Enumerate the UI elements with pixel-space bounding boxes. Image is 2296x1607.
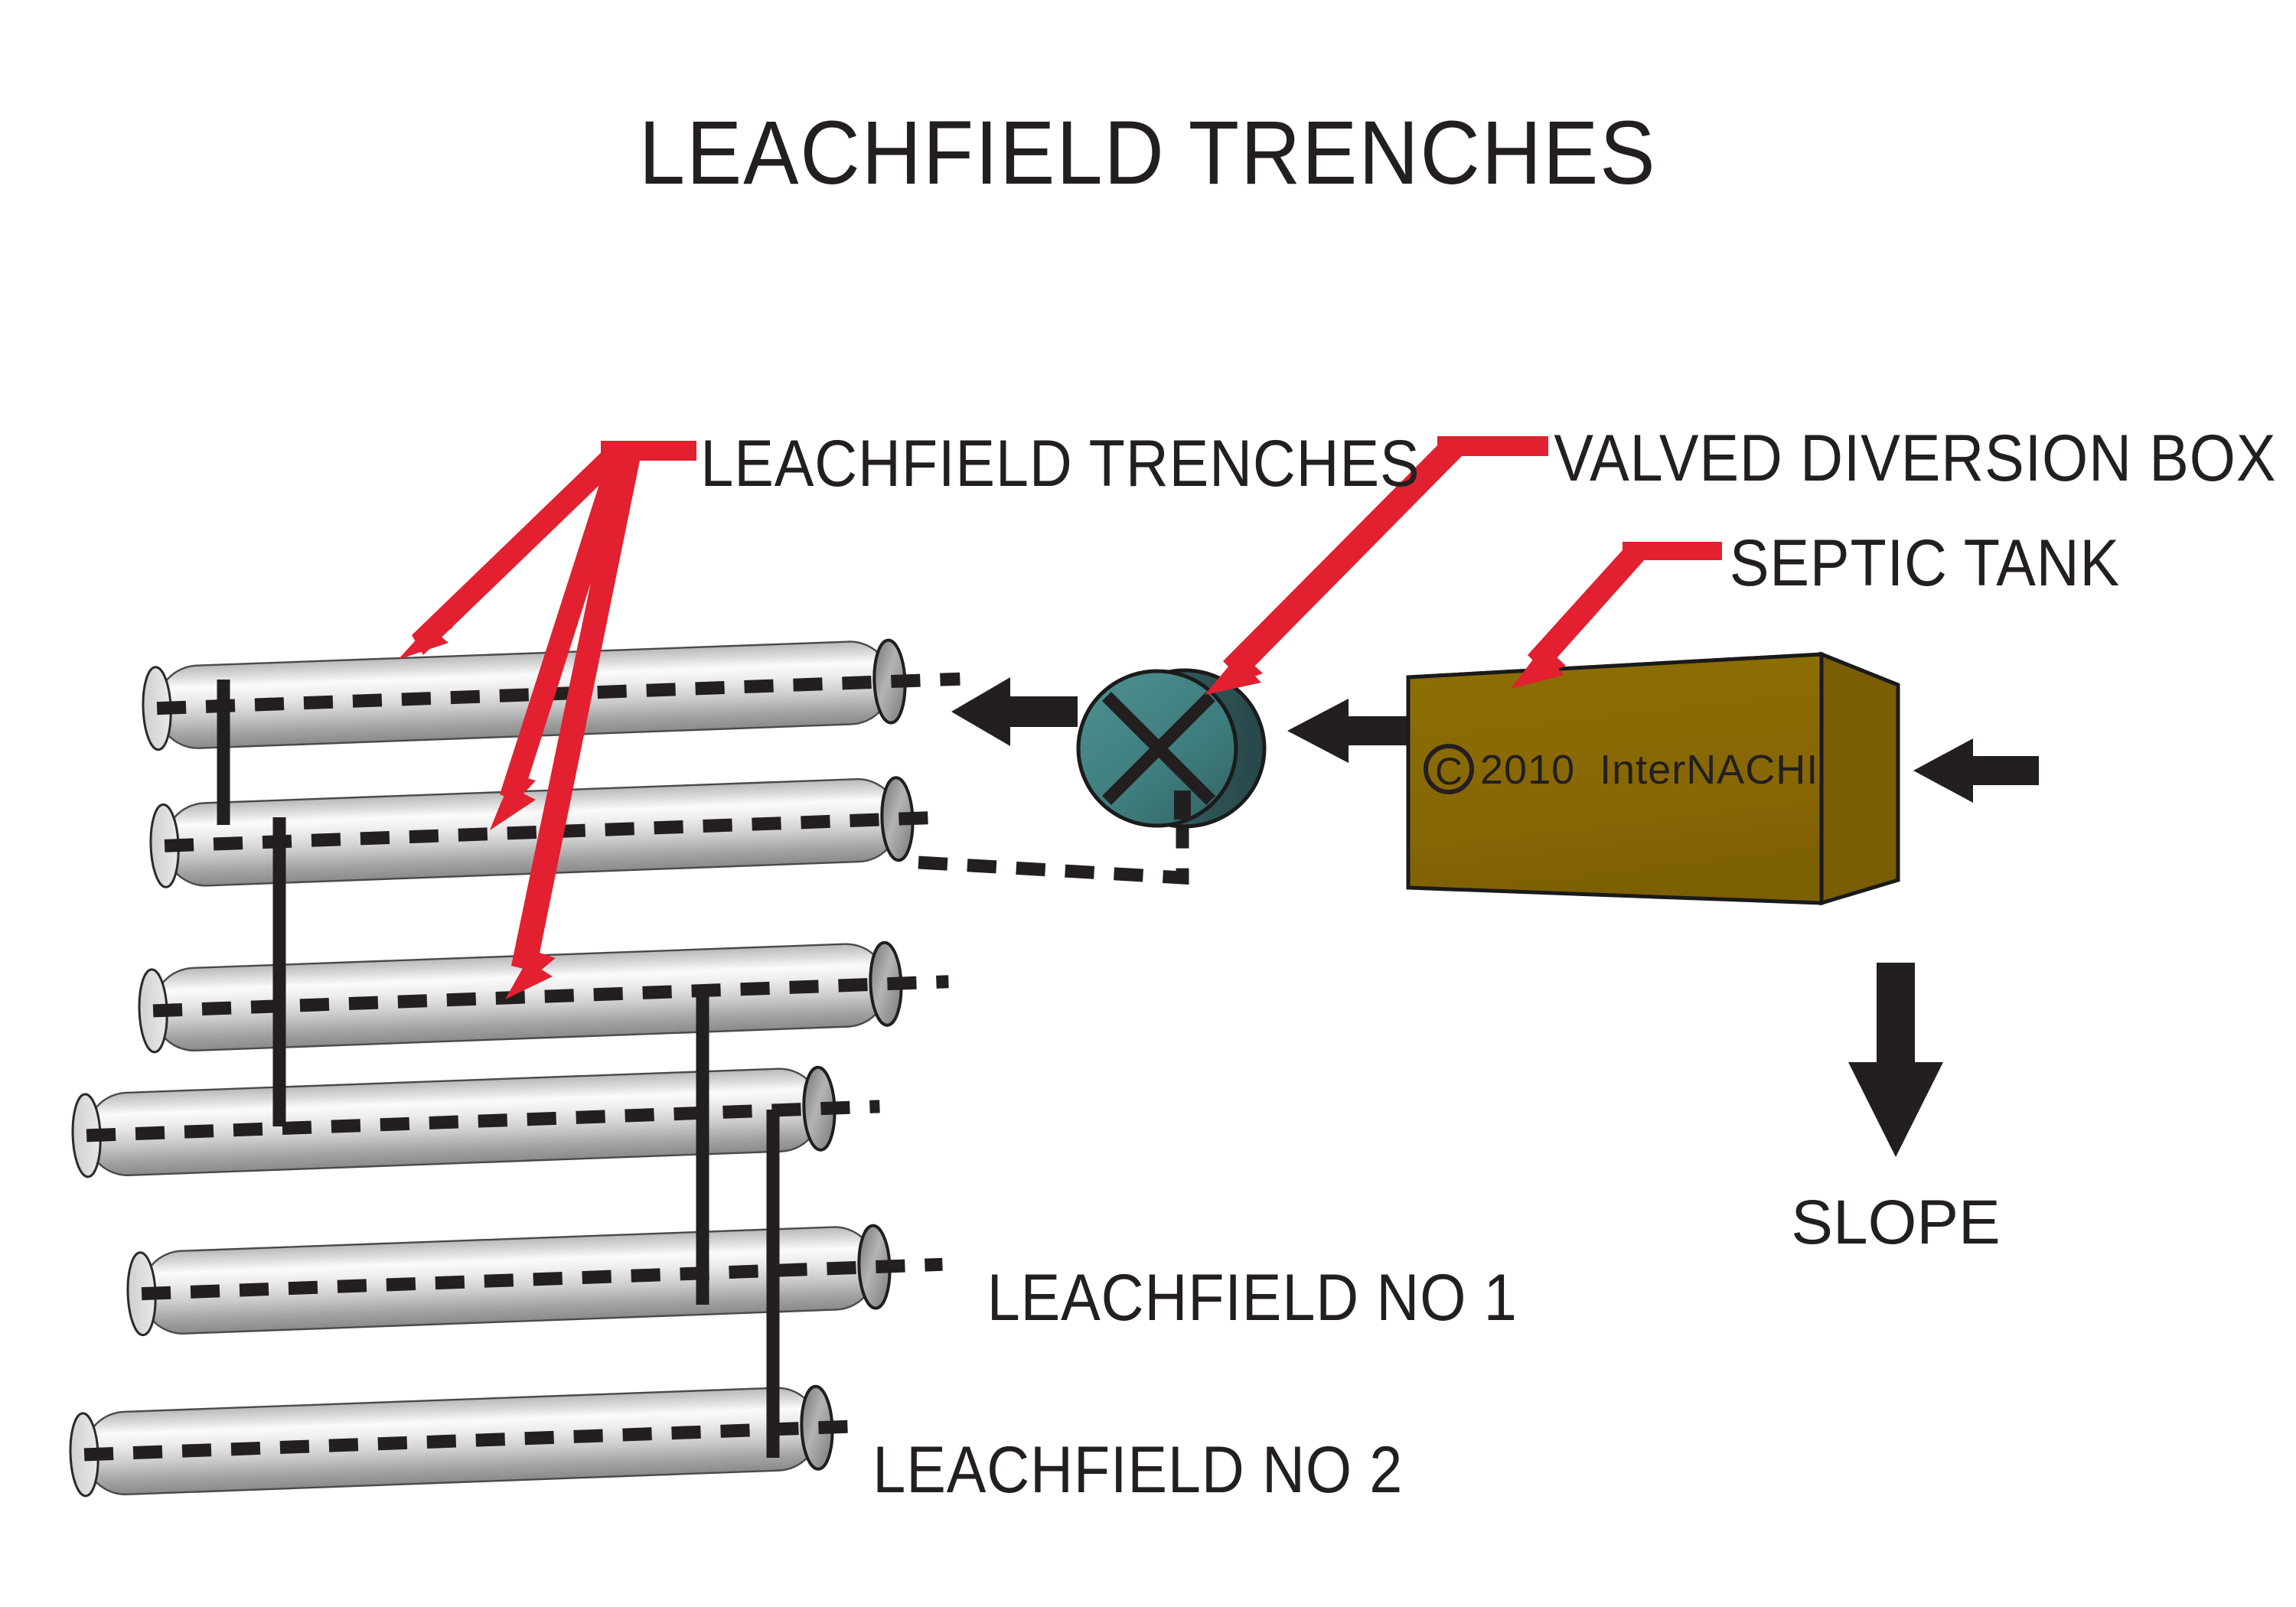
leachfield-no-1-label: LEACHFIELD NO 1 <box>987 1261 1518 1335</box>
leader-arrow-trench-2 <box>490 444 632 830</box>
trench-1[interactable] <box>142 637 961 751</box>
leader-arrow-trench-1 <box>398 445 620 660</box>
septic-tank-leader <box>1511 542 1722 689</box>
trench-6[interactable] <box>69 1384 850 1498</box>
leachfield-trenches-label: LEACHFIELD TRENCHES <box>700 427 1420 500</box>
valved-diversion-box[interactable] <box>1076 668 1267 829</box>
valve-to-trench-arrow <box>951 677 1078 746</box>
valved-diversion-box-leader <box>1205 436 1548 695</box>
trench-4[interactable] <box>71 1065 881 1178</box>
page-title: LEACHFIELD TRENCHES <box>639 103 1657 204</box>
trench-centerline <box>86 1100 880 1143</box>
trench-5[interactable] <box>126 1223 944 1337</box>
slope-arrow <box>1848 963 1943 1157</box>
trench-centerline <box>152 975 949 1018</box>
trench-centerline <box>156 672 960 715</box>
copyright-circle <box>1424 744 1474 794</box>
leachfield-no-2-label: LEACHFIELD NO 2 <box>872 1433 1403 1507</box>
valved-diversion-box-label: VALVED DIVERSION BOX <box>1554 422 2276 495</box>
slope-label: SLOPE <box>1791 1188 2000 1257</box>
inlet-arrow <box>1913 738 2039 803</box>
septic-tank-front-face <box>1406 652 1824 905</box>
trench-centerline <box>83 1420 850 1462</box>
tank-to-valve-arrow <box>1287 699 1414 763</box>
copyright-text: 2010 InterNACHI <box>1480 747 1818 793</box>
trench-connectors <box>217 680 780 1458</box>
leader-arrow-trench-3 <box>505 442 643 999</box>
valve-cross-line-b <box>1101 691 1216 806</box>
valve-outlet-stub <box>1174 790 1191 820</box>
septic-tank-label: SEPTIC TANK <box>1730 526 2120 600</box>
septic-tank[interactable]: C 2010 InterNACHI <box>1406 651 1900 906</box>
copyright-notice: C 2010 InterNACHI <box>1424 744 1818 794</box>
copyright-symbol: C <box>1435 750 1463 793</box>
septic-tank-side-face <box>1819 651 1900 906</box>
trench-2[interactable] <box>149 776 934 888</box>
leachfield-trenches-leader-group <box>398 441 696 999</box>
trench-centerline <box>164 810 934 852</box>
trench-centerline <box>141 1257 943 1301</box>
